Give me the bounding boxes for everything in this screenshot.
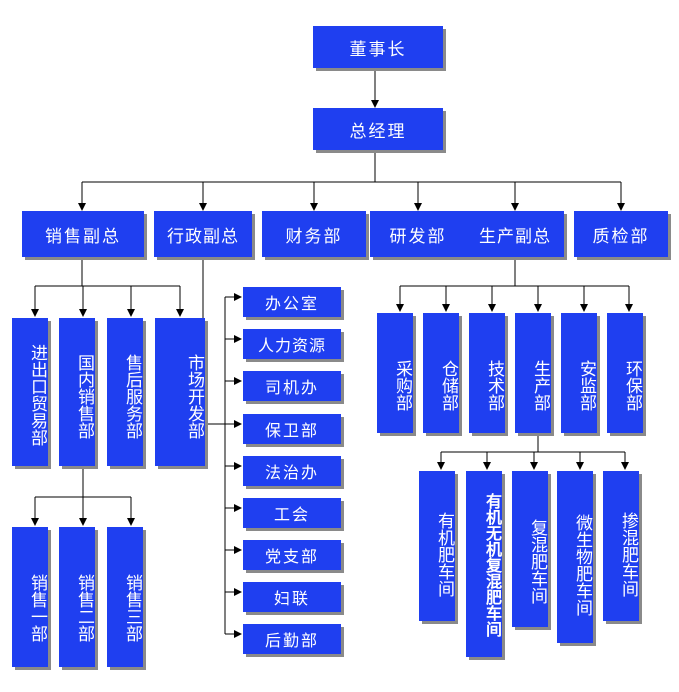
admin-logistics-box: 后勤部 xyxy=(243,624,341,654)
chairman-box: 董事长 xyxy=(313,26,443,68)
compound-fertilizer-workshop-box: 复混肥车间 xyxy=(512,471,548,627)
admin-party-branch-box: 党支部 xyxy=(243,540,341,570)
general-manager-box: 总经理 xyxy=(313,108,443,150)
organic-fertilizer-workshop-box: 有机肥车间 xyxy=(419,471,455,621)
admin-hr-box: 人力资源 xyxy=(243,329,341,359)
admin-union-box: 工会 xyxy=(243,498,341,528)
sales-dept-1-box: 销售一部 xyxy=(12,527,48,667)
admin-drivers-office-box: 司机办 xyxy=(243,371,341,401)
safety-dept-box: 安监部 xyxy=(561,313,597,433)
import-export-dept-box: 进出口贸易部 xyxy=(12,318,48,466)
sales-vp-box: 销售副总 xyxy=(22,211,144,257)
blended-fertilizer-workshop-box: 掺混肥车间 xyxy=(603,471,639,621)
production-dept-box: 生产部 xyxy=(515,313,551,433)
technology-dept-box: 技术部 xyxy=(469,313,505,433)
admin-security-box: 保卫部 xyxy=(243,414,341,444)
market-dev-dept-box: 市场开发部 xyxy=(155,318,205,466)
warehouse-dept-box: 仓储部 xyxy=(423,313,459,433)
qc-dept-box: 质检部 xyxy=(574,211,668,257)
admin-vp-box: 行政副总 xyxy=(154,211,252,257)
procurement-dept-box: 采购部 xyxy=(377,313,413,433)
after-sales-dept-box: 售后服务部 xyxy=(107,318,143,466)
sales-dept-3-box: 销售三部 xyxy=(107,527,143,667)
organic-inorganic-compound-workshop-box: 有机无机复混肥车间 xyxy=(466,471,502,657)
finance-dept-box: 财务部 xyxy=(262,211,366,257)
admin-womens-federation-box: 妇联 xyxy=(243,582,341,612)
domestic-sales-dept-box: 国内销售部 xyxy=(59,318,95,466)
admin-legal-office-box: 法治办 xyxy=(243,456,341,486)
sales-dept-2-box: 销售二部 xyxy=(59,527,95,667)
environment-dept-box: 环保部 xyxy=(607,313,643,433)
production-vp-box: 生产副总 xyxy=(466,211,564,257)
admin-office-box: 办公室 xyxy=(243,287,341,317)
rnd-dept-box: 研发部 xyxy=(370,211,466,257)
microbial-fertilizer-workshop-box: 微生物肥车间 xyxy=(557,471,593,643)
